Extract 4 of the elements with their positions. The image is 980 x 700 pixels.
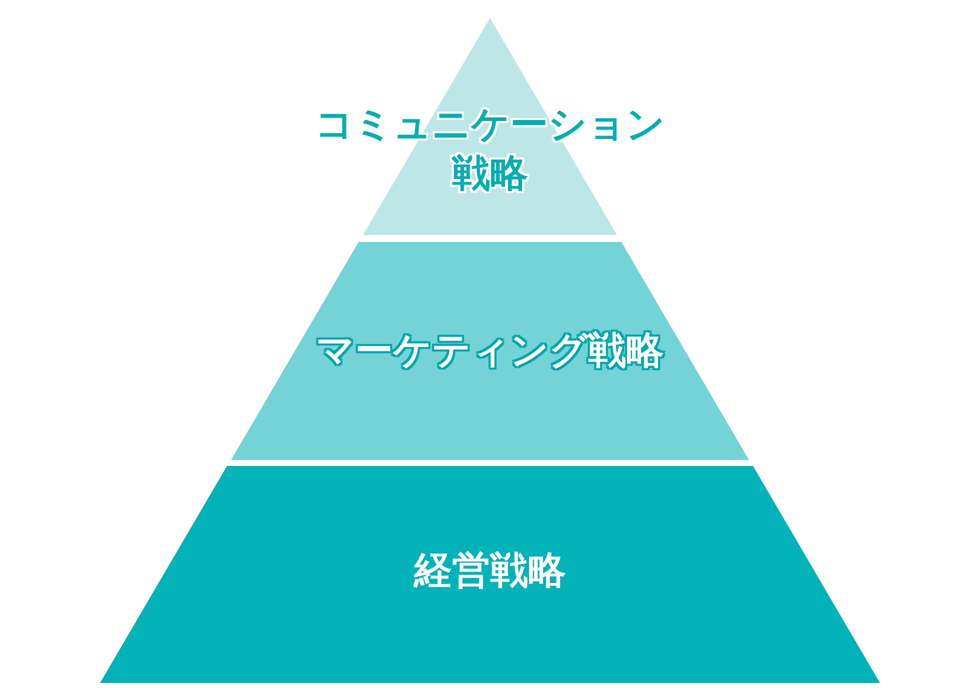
tier-label: マーケティング戦略 [315,327,665,374]
pyramid-tier [100,466,880,683]
tier-label: コミュニケーション戦略 [314,101,666,198]
tier-label: 経営戦略 [412,547,567,594]
